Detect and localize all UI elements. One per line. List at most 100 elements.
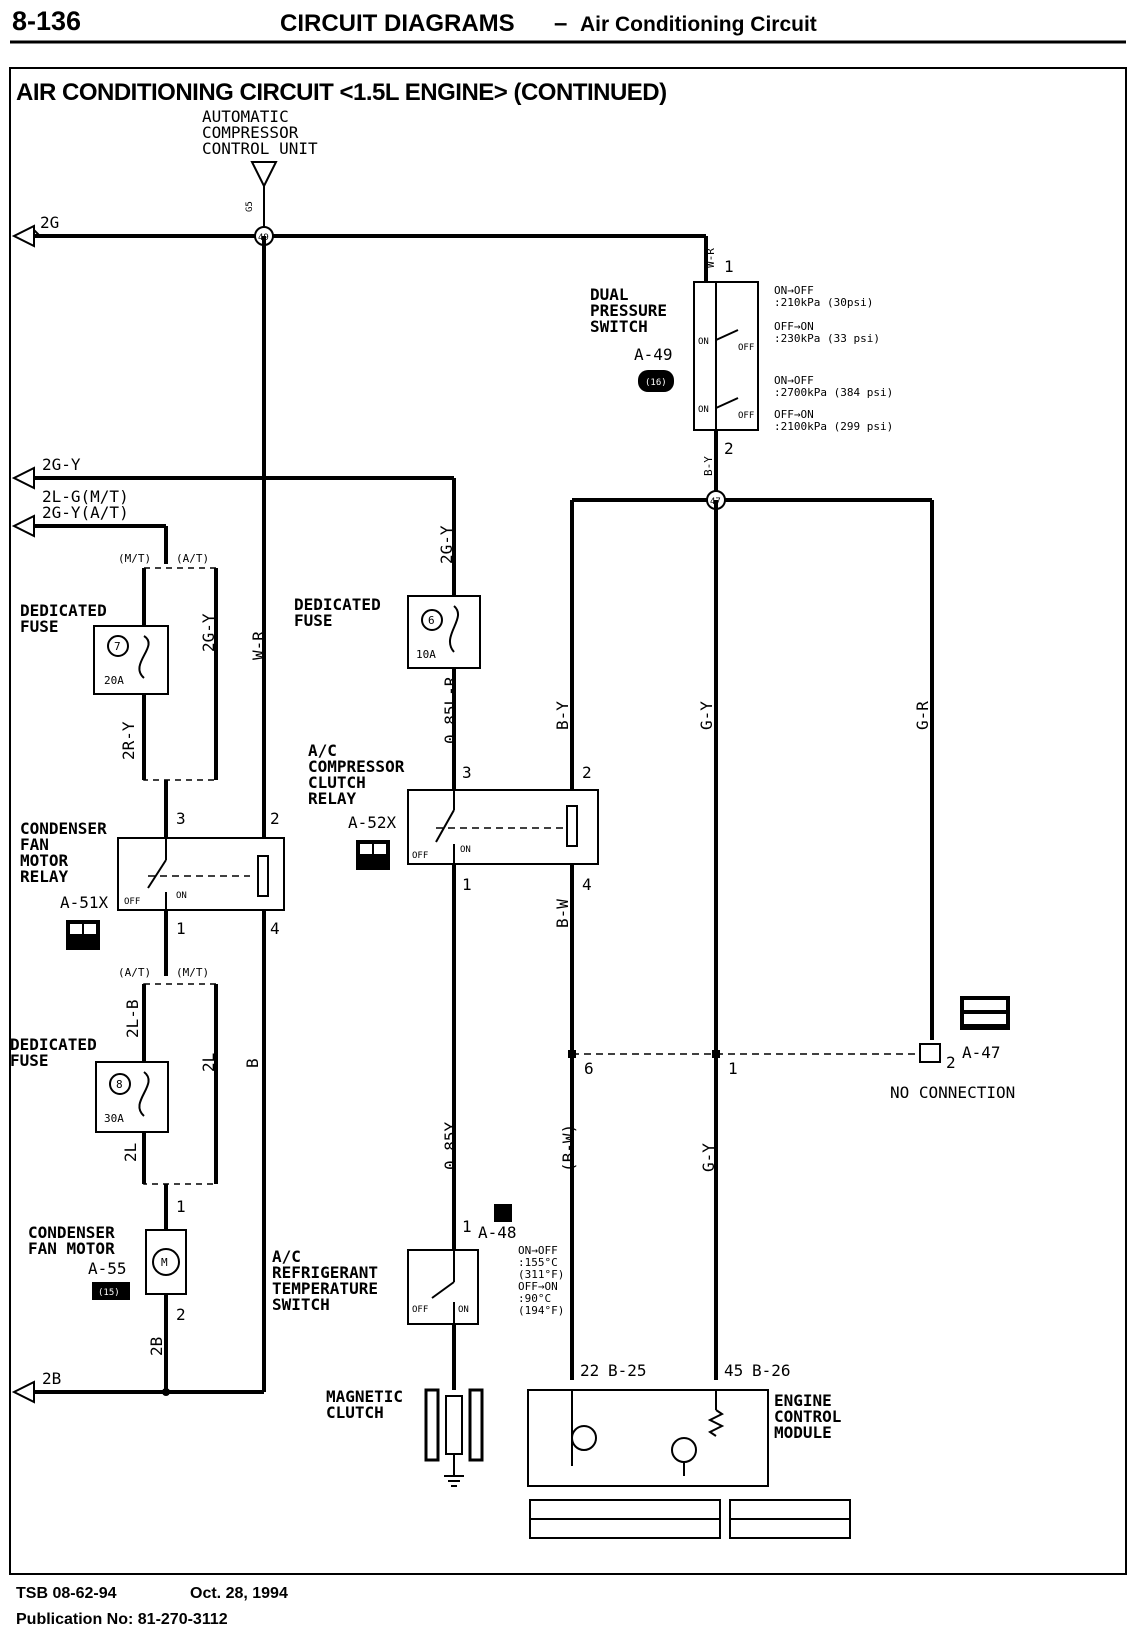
a47-connector-cells — [964, 1014, 1006, 1024]
cfmr-off-label: OFF — [124, 897, 140, 907]
dps-badge-text: (16) — [645, 378, 667, 388]
mc-coil — [445, 1395, 463, 1455]
dedicated-fuse-7-group: (M/T) (A/T) 2G-Y 2R-Y DEDICATED FUSE 7 2… — [20, 552, 218, 781]
ecm-conn-22: B-25 — [608, 1361, 647, 1380]
dps-body — [693, 281, 759, 431]
mc-label-line2: CLUTCH — [326, 1403, 384, 1422]
a48-connector-icon — [494, 1204, 512, 1222]
dps-contact-off-1: OFF — [738, 343, 754, 353]
dps-label-line1: DUAL — [590, 285, 629, 304]
rts-spec-3: (311°F) — [518, 1268, 564, 1281]
ecm-label-line1: ENGINE — [774, 1391, 832, 1410]
condenser-fan-motor: 1 CONDENSER FAN MOTOR A-55 (15) M 2 2B — [28, 1184, 187, 1392]
ecm-conn-45: B-26 — [752, 1361, 791, 1380]
cfmr-label-line2: FAN — [20, 835, 49, 854]
dedicated-fuse-6-group: DEDICATED FUSE 6 10A 0.85L-R — [294, 595, 481, 790]
cfmr-label-line3: MOTOR — [20, 851, 69, 870]
motor-icon — [152, 1248, 180, 1276]
dps-spec-1: ON→OFF — [774, 284, 814, 297]
a47-connector-cells — [964, 1000, 1006, 1010]
a47-connector-id: A-47 — [962, 1043, 1001, 1062]
page-number: 8-136 — [12, 6, 81, 36]
dps-contact-1 — [715, 329, 739, 341]
wire-g-r: G-R — [913, 701, 932, 730]
dps-contact-off-2: OFF — [738, 411, 754, 421]
dps-connector-id: A-49 — [634, 345, 673, 364]
ref-2l-g-mt-label: 2L-G(M/T) — [42, 487, 129, 506]
wire-w-r-top: W-R — [704, 248, 717, 268]
wire-085l-r: 0.85L-R — [441, 676, 460, 744]
cfm-connector-id: A-55 — [88, 1259, 127, 1278]
accr-switch-arm — [435, 809, 455, 843]
cfmr-connector-id: A-51X — [60, 893, 109, 912]
dps-contact-2 — [715, 397, 739, 409]
rts-on-label: ON — [458, 1305, 469, 1315]
dps-pin-2: 2 — [724, 439, 734, 458]
footer-tsb: TSB 08-62-94 — [16, 1585, 117, 1602]
fuse6-rating: 10A — [416, 648, 436, 661]
accr-label-line3: CLUTCH — [308, 773, 366, 792]
accu-label-line3: CONTROL UNIT — [202, 139, 318, 158]
cfmr-connector-cell — [70, 924, 82, 934]
wire-2b: 2B — [147, 1337, 166, 1356]
cfmr-pin-2: 2 — [270, 809, 280, 828]
a47-terminal — [919, 1043, 941, 1063]
fuse8-label-line2: FUSE — [10, 1051, 49, 1070]
fuse7-label-line1: DEDICATED — [20, 601, 107, 620]
rts-spec-2: :155°C — [518, 1256, 558, 1269]
dps-spec-2: :210kPa (30psi) — [774, 296, 873, 309]
wire-2r-y: 2R-Y — [119, 721, 138, 760]
rts-label-line4: SWITCH — [272, 1295, 330, 1314]
wire-085y: 0.85Y — [441, 1121, 460, 1170]
ref-2g-connector-icon — [11, 224, 35, 248]
junction-6-mark — [568, 1050, 576, 1058]
cfm-badge-text: (15) — [98, 1288, 120, 1298]
accr-off-label: OFF — [412, 851, 428, 861]
fuse8-label-line1: DEDICATED — [10, 1035, 97, 1054]
accu-terminal-symbol — [250, 161, 278, 189]
accr-connector-cell — [374, 844, 386, 854]
fuse6-label-line1: DEDICATED — [294, 595, 381, 614]
cfmr-pin-1: 1 — [176, 919, 186, 938]
footer-publication: Publication No: 81-270-3112 — [16, 1611, 228, 1628]
dps-spec-8: :2100kPa (299 psi) — [774, 420, 893, 433]
dual-pressure-switch: DUAL PRESSURE SWITCH A-49 (16) 1 2 ON OF… — [590, 257, 893, 500]
header-dash: – — [554, 10, 567, 37]
a47-pin-2: 2 — [946, 1053, 956, 1072]
wire-b-w-paren: (B-W) — [559, 1124, 578, 1172]
refrigerant-temperature-switch: 1 A-48 A/C REFRIGERANT TEMPERATURE SWITC… — [272, 1204, 564, 1390]
ref-2g-y-connector-icon — [11, 466, 35, 490]
cfmr-label-line4: RELAY — [20, 867, 69, 886]
cfm-label-line2: FAN MOTOR — [28, 1239, 115, 1258]
accr-pin-2: 2 — [582, 763, 592, 782]
cfmr-on-label: ON — [176, 891, 187, 901]
variant-mt-top: (M/T) — [118, 552, 151, 565]
wire-2l-b: 2L-B — [123, 999, 142, 1038]
fuse8-rating: 30A — [104, 1112, 124, 1125]
cfmr-pin-4: 4 — [270, 919, 280, 938]
fuse8-number: 8 — [116, 1078, 123, 1091]
a47-junction: 6 1 2 A-47 NO CONNECTION (B-W) G-Y — [559, 996, 1015, 1172]
rts-spec-6: (194°F) — [518, 1304, 564, 1317]
accu-label-line1: AUTOMATIC — [202, 107, 289, 126]
junction-pin-6: 6 — [584, 1059, 594, 1078]
wire-2l-a: 2L — [199, 1053, 218, 1072]
cfmr-label-line1: CONDENSER — [20, 819, 107, 838]
accr-label-line4: RELAY — [308, 789, 357, 808]
dps-spec-6: :2700kPa (384 psi) — [774, 386, 893, 399]
wire-g-y: G-Y — [697, 701, 716, 730]
wire-2l-b2: 2L — [121, 1143, 140, 1162]
condenser-fan-motor-relay: 3 2 CONDENSER FAN MOTOR RELAY A-51X OFF … — [20, 780, 285, 976]
fuse8-body — [95, 1061, 169, 1133]
rts-spec-1: ON→OFF — [518, 1244, 558, 1257]
dps-label-line3: SWITCH — [590, 317, 648, 336]
variant-mt-bottom: (M/T) — [176, 966, 209, 979]
accr-connector-cell — [360, 844, 372, 854]
ecm-pin-45: 45 — [724, 1361, 743, 1380]
rts-body — [407, 1249, 479, 1325]
fuse7-rating: 20A — [104, 674, 124, 687]
top-bus: 2G 49 W-R — [11, 213, 717, 282]
ecm-transistor-icon — [571, 1425, 597, 1451]
ref-2b-label: 2B — [42, 1369, 61, 1388]
